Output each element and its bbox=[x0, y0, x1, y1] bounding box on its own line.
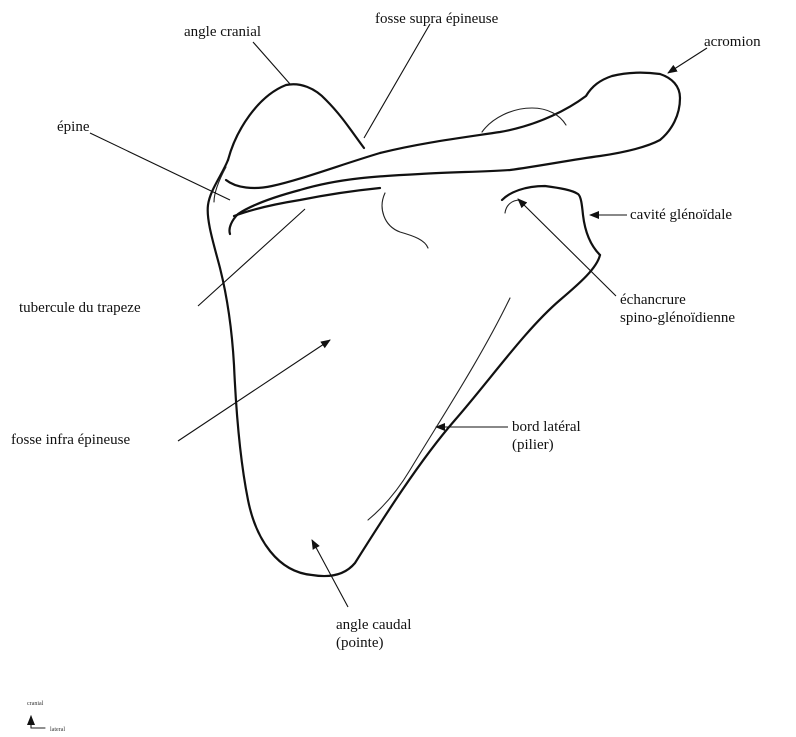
scapular-spine-lower bbox=[234, 188, 380, 216]
leader-angle-cranial bbox=[253, 42, 290, 84]
leader-acromion bbox=[668, 48, 707, 73]
label-angle-caudal-2: (pointe) bbox=[336, 635, 383, 651]
label-tubercule: tubercule du trapeze bbox=[19, 300, 141, 316]
orientation-cranial-label: cranial bbox=[27, 701, 44, 707]
scapula-outline bbox=[208, 73, 680, 576]
label-angle-caudal-1: angle caudal bbox=[336, 617, 411, 633]
infraspinous-ridge bbox=[382, 193, 428, 248]
label-bord-lateral-2: (pilier) bbox=[512, 437, 554, 453]
label-cavite: cavité glénoïdale bbox=[630, 207, 732, 223]
labels: angle cranial fosse supra épineuse acrom… bbox=[11, 11, 761, 651]
label-echancrure-2: spino-glénoïdienne bbox=[620, 310, 735, 326]
orientation-key: cranial lateral bbox=[27, 701, 65, 733]
label-epine: épine bbox=[57, 119, 90, 135]
spinoglenoid-notch-hook bbox=[505, 200, 520, 213]
label-acromion: acromion bbox=[704, 34, 761, 50]
label-echancrure-1: échancrure bbox=[620, 292, 686, 308]
leader-tubercule bbox=[198, 209, 305, 306]
scapula-lateral-border bbox=[502, 186, 600, 255]
leader-echancrure bbox=[518, 199, 616, 296]
leader-fosse-infra bbox=[178, 340, 330, 441]
scapula-medial-border bbox=[228, 84, 364, 160]
scapular-spine-upper bbox=[226, 73, 680, 234]
lateral-pillar-line bbox=[368, 298, 510, 520]
leader-lines bbox=[90, 24, 707, 607]
label-fosse-infra: fosse infra épineuse bbox=[11, 432, 130, 448]
leader-fosse-supra bbox=[364, 24, 430, 138]
label-bord-lateral-1: bord latéral bbox=[512, 419, 581, 435]
label-angle-cranial: angle cranial bbox=[184, 24, 261, 40]
leader-epine bbox=[90, 133, 230, 200]
orientation-lateral-label: lateral bbox=[50, 727, 65, 733]
label-fosse-supra: fosse supra épineuse bbox=[375, 11, 499, 27]
acromion-detail bbox=[482, 108, 566, 132]
